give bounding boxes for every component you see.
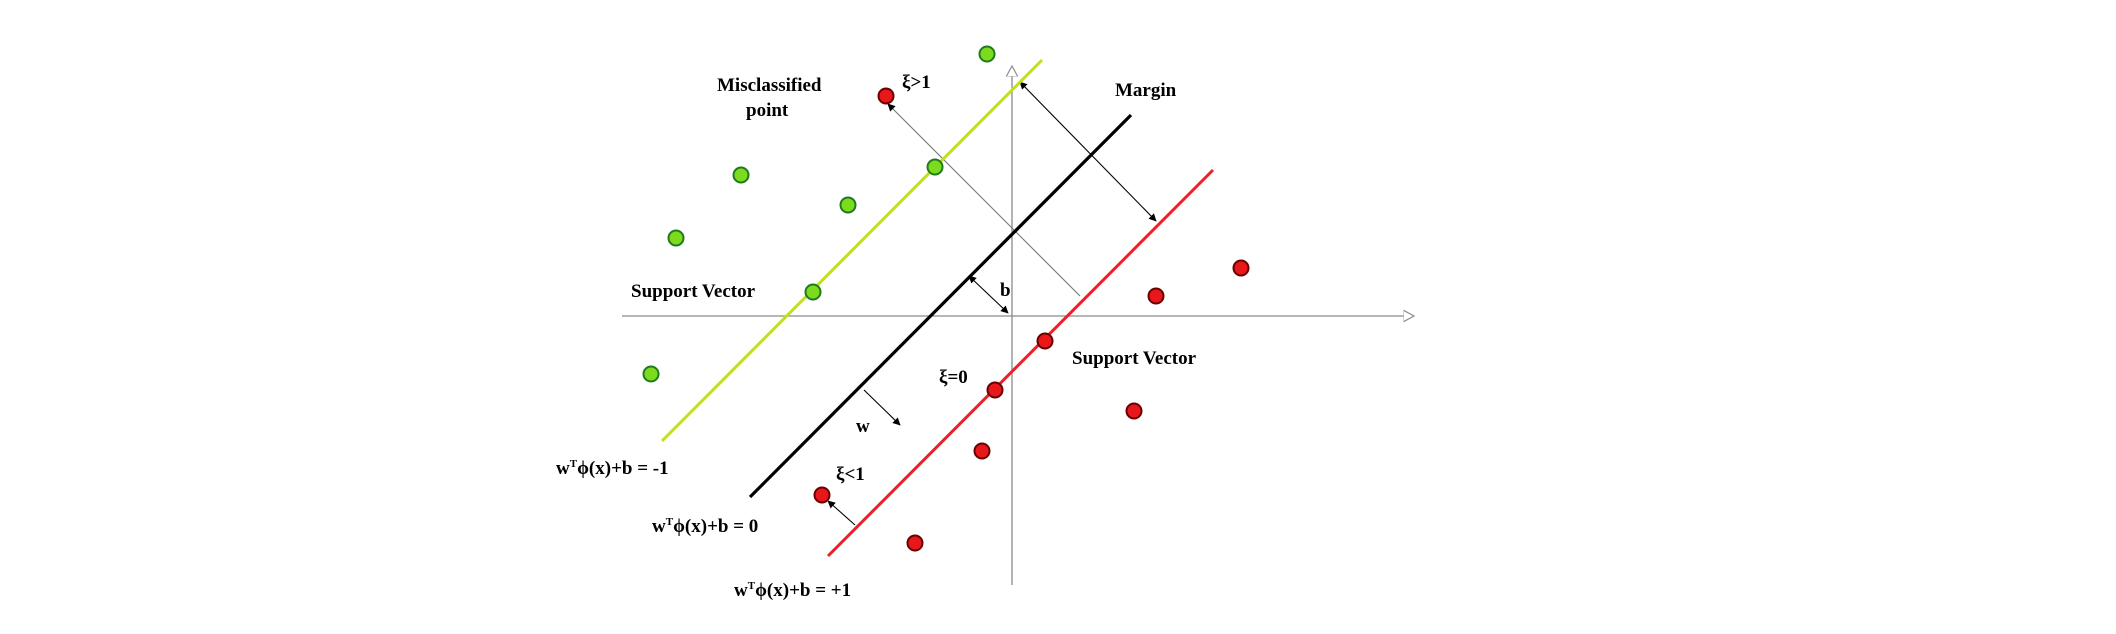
misclassified-label-line2: point: [746, 100, 789, 121]
xi-less-one-label: ξ<1: [836, 464, 865, 485]
green-point: [978, 45, 996, 63]
decision-hyperplane: [748, 113, 1133, 499]
b-label: b: [1000, 280, 1011, 301]
equation-plus1: wTϕ(x)+b = +1: [734, 580, 851, 601]
b-arrow: [968, 275, 1009, 314]
support-vector-left-label: Support Vector: [631, 281, 756, 302]
equation-minus1: wTϕ(x)+b = -1: [556, 458, 669, 479]
misclassified-distance-line: [887, 103, 1081, 297]
xi-zero-label: ξ=0: [939, 367, 968, 388]
red-point: [973, 442, 991, 460]
green-point: [926, 158, 944, 176]
misclassified-label-line1: Misclassified: [717, 75, 822, 96]
red-point-misclassified: [877, 87, 895, 105]
green-point: [667, 229, 685, 247]
class-positive-points: [813, 87, 1250, 552]
red-point-on-margin: [986, 381, 1004, 399]
green-point: [732, 166, 750, 184]
red-point: [906, 534, 924, 552]
class-negative-points: [642, 45, 996, 383]
red-point-inside-margin: [813, 486, 831, 504]
green-point-support-vector: [804, 283, 822, 301]
hyperplane-minus1: [660, 58, 1044, 443]
red-point: [1125, 402, 1143, 420]
red-point-support-vector: [1036, 332, 1054, 350]
xi-lt1-arrow: [827, 500, 856, 526]
xi-greater-one-label: ξ>1: [902, 72, 931, 93]
support-vector-right-label: Support Vector: [1072, 348, 1197, 369]
green-point: [839, 196, 857, 214]
red-point: [1232, 259, 1250, 277]
red-point: [1147, 287, 1165, 305]
w-label: w: [856, 416, 870, 437]
margin-arrow: [1019, 81, 1157, 222]
w-arrow: [863, 389, 901, 426]
hyperplane-plus1: [826, 168, 1215, 558]
margin-label: Margin: [1115, 80, 1177, 101]
equation-zero: wTϕ(x)+b = 0: [652, 516, 758, 537]
green-point: [642, 365, 660, 383]
